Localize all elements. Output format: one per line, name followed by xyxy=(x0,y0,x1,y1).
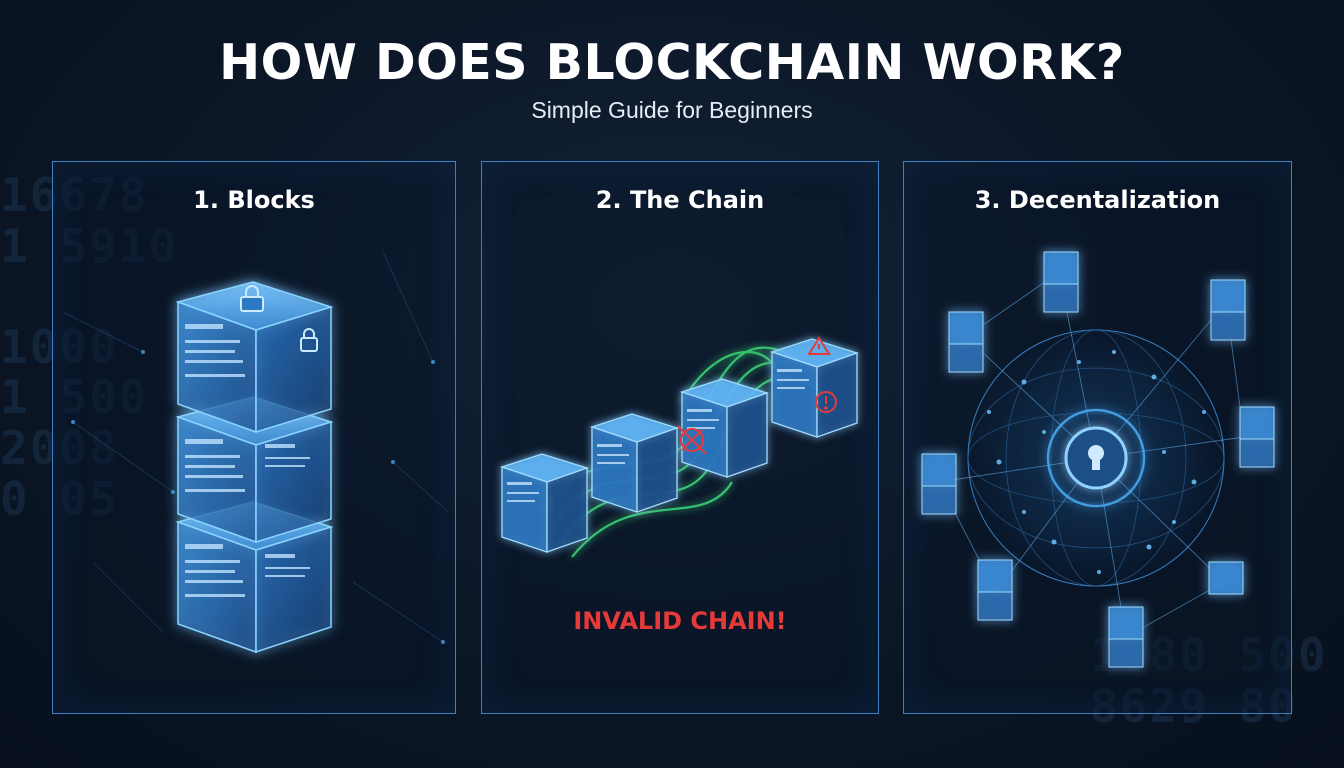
panel-title-decentralization: 3. Decentalization xyxy=(974,186,1221,214)
network-node-1 xyxy=(1043,251,1079,313)
network-node-2 xyxy=(1210,279,1246,341)
network-node-7 xyxy=(977,559,1013,621)
block-1 xyxy=(175,281,334,434)
network-node-6 xyxy=(1208,561,1244,595)
panel-decentralization: 3. Decentalization xyxy=(903,161,1292,714)
chain-block-1 xyxy=(499,453,590,553)
broken-link-icon xyxy=(677,425,707,455)
panel-blocks: 1. Blocks xyxy=(52,161,456,714)
chain-block-3 xyxy=(679,378,770,478)
network-node-4 xyxy=(1239,406,1275,468)
panel-title-blocks: 1. Blocks xyxy=(193,186,315,214)
warning-icon xyxy=(807,336,831,355)
chain-illustration xyxy=(499,336,860,558)
network-node-5 xyxy=(921,453,957,515)
lock-icon xyxy=(240,285,264,312)
chain-block-4 xyxy=(769,338,860,438)
keyhole-lock-icon xyxy=(1046,408,1146,508)
network-node-8 xyxy=(1108,606,1144,668)
panel-chain: 2. The Chain xyxy=(481,161,879,714)
padlock-icon xyxy=(300,328,318,352)
block-stack-illustration xyxy=(62,251,449,654)
network-globe-illustration xyxy=(921,251,1275,668)
page-subtitle: Simple Guide for Beginners xyxy=(531,97,813,123)
chain-block-2 xyxy=(589,413,680,513)
invalid-chain-warning: INVALID CHAIN! xyxy=(573,607,787,635)
alert-icon xyxy=(815,391,837,413)
page-title: HOW DOES BLOCKCHAIN WORK? xyxy=(219,34,1125,91)
panel-title-chain: 2. The Chain xyxy=(595,186,765,214)
network-node-3 xyxy=(948,311,984,373)
